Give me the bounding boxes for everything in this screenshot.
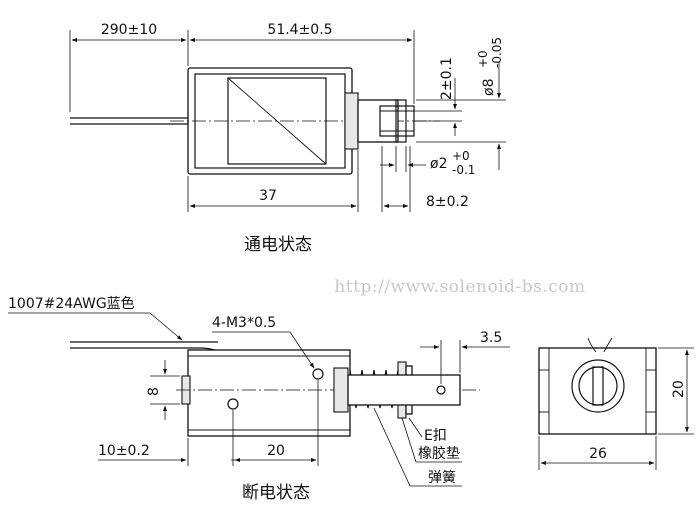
plunger-pin-hole bbox=[436, 385, 446, 395]
wire-spec: 1007#24AWG蓝色 bbox=[8, 295, 135, 312]
title-energized: 通电状态 bbox=[244, 235, 312, 255]
label-e-clip: E扣 bbox=[424, 428, 447, 444]
label-spring: 弹簧 bbox=[428, 470, 456, 486]
dim-body-length: 37 bbox=[259, 188, 277, 204]
dim-plunger-dia-tol-upper: +0 bbox=[476, 50, 490, 68]
deenergized-view: 1007#24AWG蓝色 4-M3*0.5 8 bbox=[8, 295, 510, 503]
end-frame bbox=[538, 347, 657, 435]
solenoid-body bbox=[187, 349, 351, 437]
watermark: http://www.solenoid-bs.com bbox=[334, 277, 585, 297]
dim-hole-offset: 10±0.2 bbox=[98, 443, 150, 459]
dim-pin-dia-tol-upper: +0 bbox=[452, 149, 470, 163]
plunger bbox=[357, 99, 399, 143]
dim-pin-offset: 2±0.1 bbox=[439, 57, 455, 100]
dim-pin-dia-tol-lower: -0.1 bbox=[452, 163, 475, 177]
dim-lead-length: 290±10 bbox=[101, 22, 157, 38]
mount-hole-2 bbox=[227, 398, 239, 410]
end-view: 26 20 bbox=[538, 337, 694, 470]
energized-view: 290±10 51.4±0.5 37 8±0.2 ø2 +0 -0.1 2±0.… bbox=[69, 22, 506, 255]
dim-height-small: 8 bbox=[146, 387, 162, 396]
dim-width: 26 bbox=[589, 446, 607, 462]
label-rubber-pad: 橡胶垫 bbox=[418, 445, 460, 462]
pin-hole bbox=[395, 99, 407, 143]
plunger-flange bbox=[344, 92, 359, 150]
dim-plunger-dia: ø8 bbox=[481, 79, 497, 96]
title-deenergized: 断电状态 bbox=[242, 483, 310, 503]
dim-overall-length: 51.4±0.5 bbox=[267, 22, 332, 38]
end-flange bbox=[571, 359, 625, 413]
dim-plunger-end: 3.5 bbox=[480, 330, 502, 346]
bushing bbox=[333, 367, 349, 413]
dim-plunger-dia-tol-lower: -0.05 bbox=[490, 37, 504, 68]
mount-holes-spec: 4-M3*0.5 bbox=[212, 315, 276, 331]
dim-hole-spacing: 20 bbox=[267, 443, 285, 459]
dim-height: 20 bbox=[671, 380, 687, 398]
dim-pin-dia: ø2 bbox=[430, 156, 447, 172]
dim-plunger-stroke: 8±0.2 bbox=[426, 194, 469, 210]
plunger-out bbox=[347, 374, 461, 406]
end-slot bbox=[592, 366, 604, 406]
mount-hole-1 bbox=[312, 368, 324, 380]
